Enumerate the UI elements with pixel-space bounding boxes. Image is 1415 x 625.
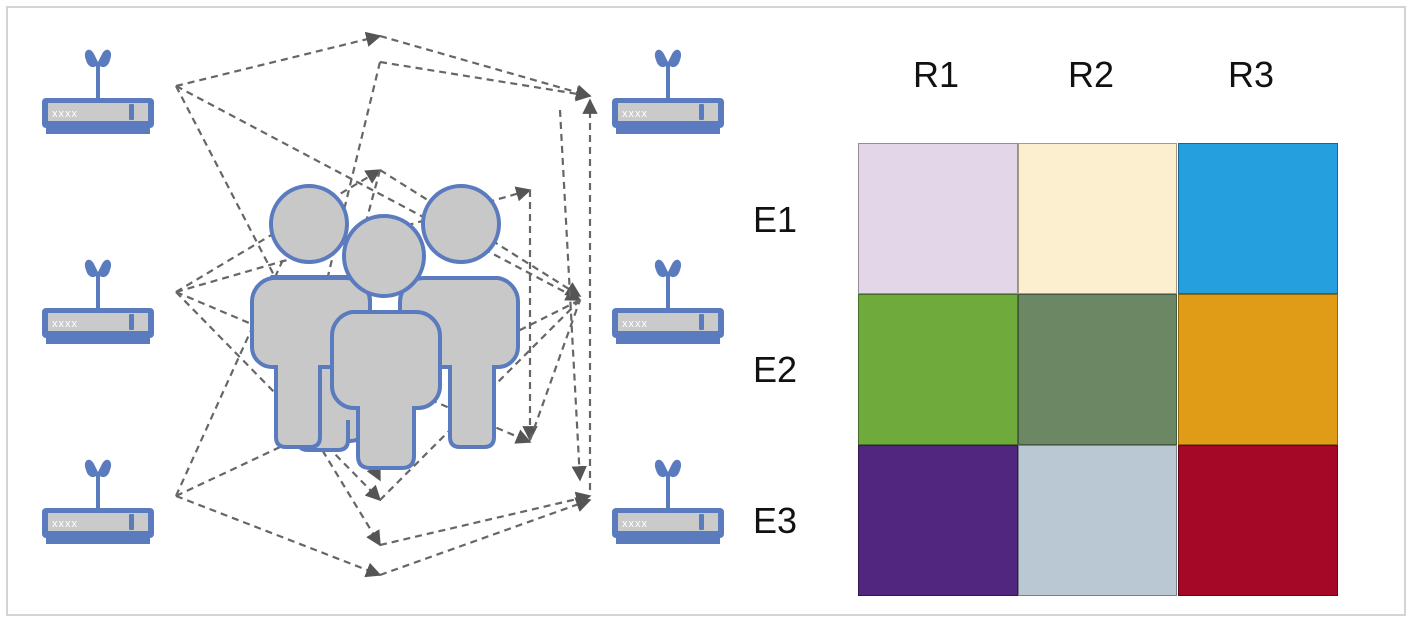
signal-path: [379, 34, 592, 100]
group-of-people-icon: [249, 184, 521, 470]
row-header-e2: E2: [753, 349, 798, 390]
signal-path: [309, 429, 381, 547]
signal-path: [175, 494, 382, 578]
matrix-cell-e3-r1: [858, 445, 1018, 596]
column-header-r2: R2: [1068, 54, 1115, 95]
router-icon: [42, 49, 154, 134]
router-icon: [612, 49, 724, 134]
matrix-cell-e2-r3: [1178, 294, 1338, 445]
signal-path: [528, 299, 582, 441]
matrix-cell-e1-r2: [1018, 143, 1177, 294]
signal-path: [379, 497, 592, 577]
matrix-cell-e1-r1: [858, 143, 1018, 294]
signal-path: [175, 399, 381, 497]
signal-path: [558, 109, 587, 482]
router-icon: [612, 259, 724, 344]
matrix-cell-e1-r3: [1178, 143, 1338, 294]
matrix-cell-e3-r2: [1018, 445, 1177, 596]
signal-path: [175, 31, 382, 88]
router-icon: [42, 259, 154, 344]
router-icon: [612, 459, 724, 544]
signal-path: [175, 169, 382, 293]
signal-paths: [174, 31, 598, 578]
row-header-e3: E3: [753, 500, 798, 541]
column-header-r3: R3: [1228, 54, 1275, 95]
row-header-e1: E1: [753, 199, 798, 240]
signal-path: [379, 169, 582, 297]
signal-path: [175, 85, 582, 301]
matrix-cell-e2-r2: [1018, 294, 1177, 445]
router-icon: [42, 459, 154, 544]
column-header-r1: R1: [913, 54, 960, 95]
matrix-cell-e2-r1: [858, 294, 1018, 445]
matrix-cell-e3-r3: [1178, 445, 1338, 596]
